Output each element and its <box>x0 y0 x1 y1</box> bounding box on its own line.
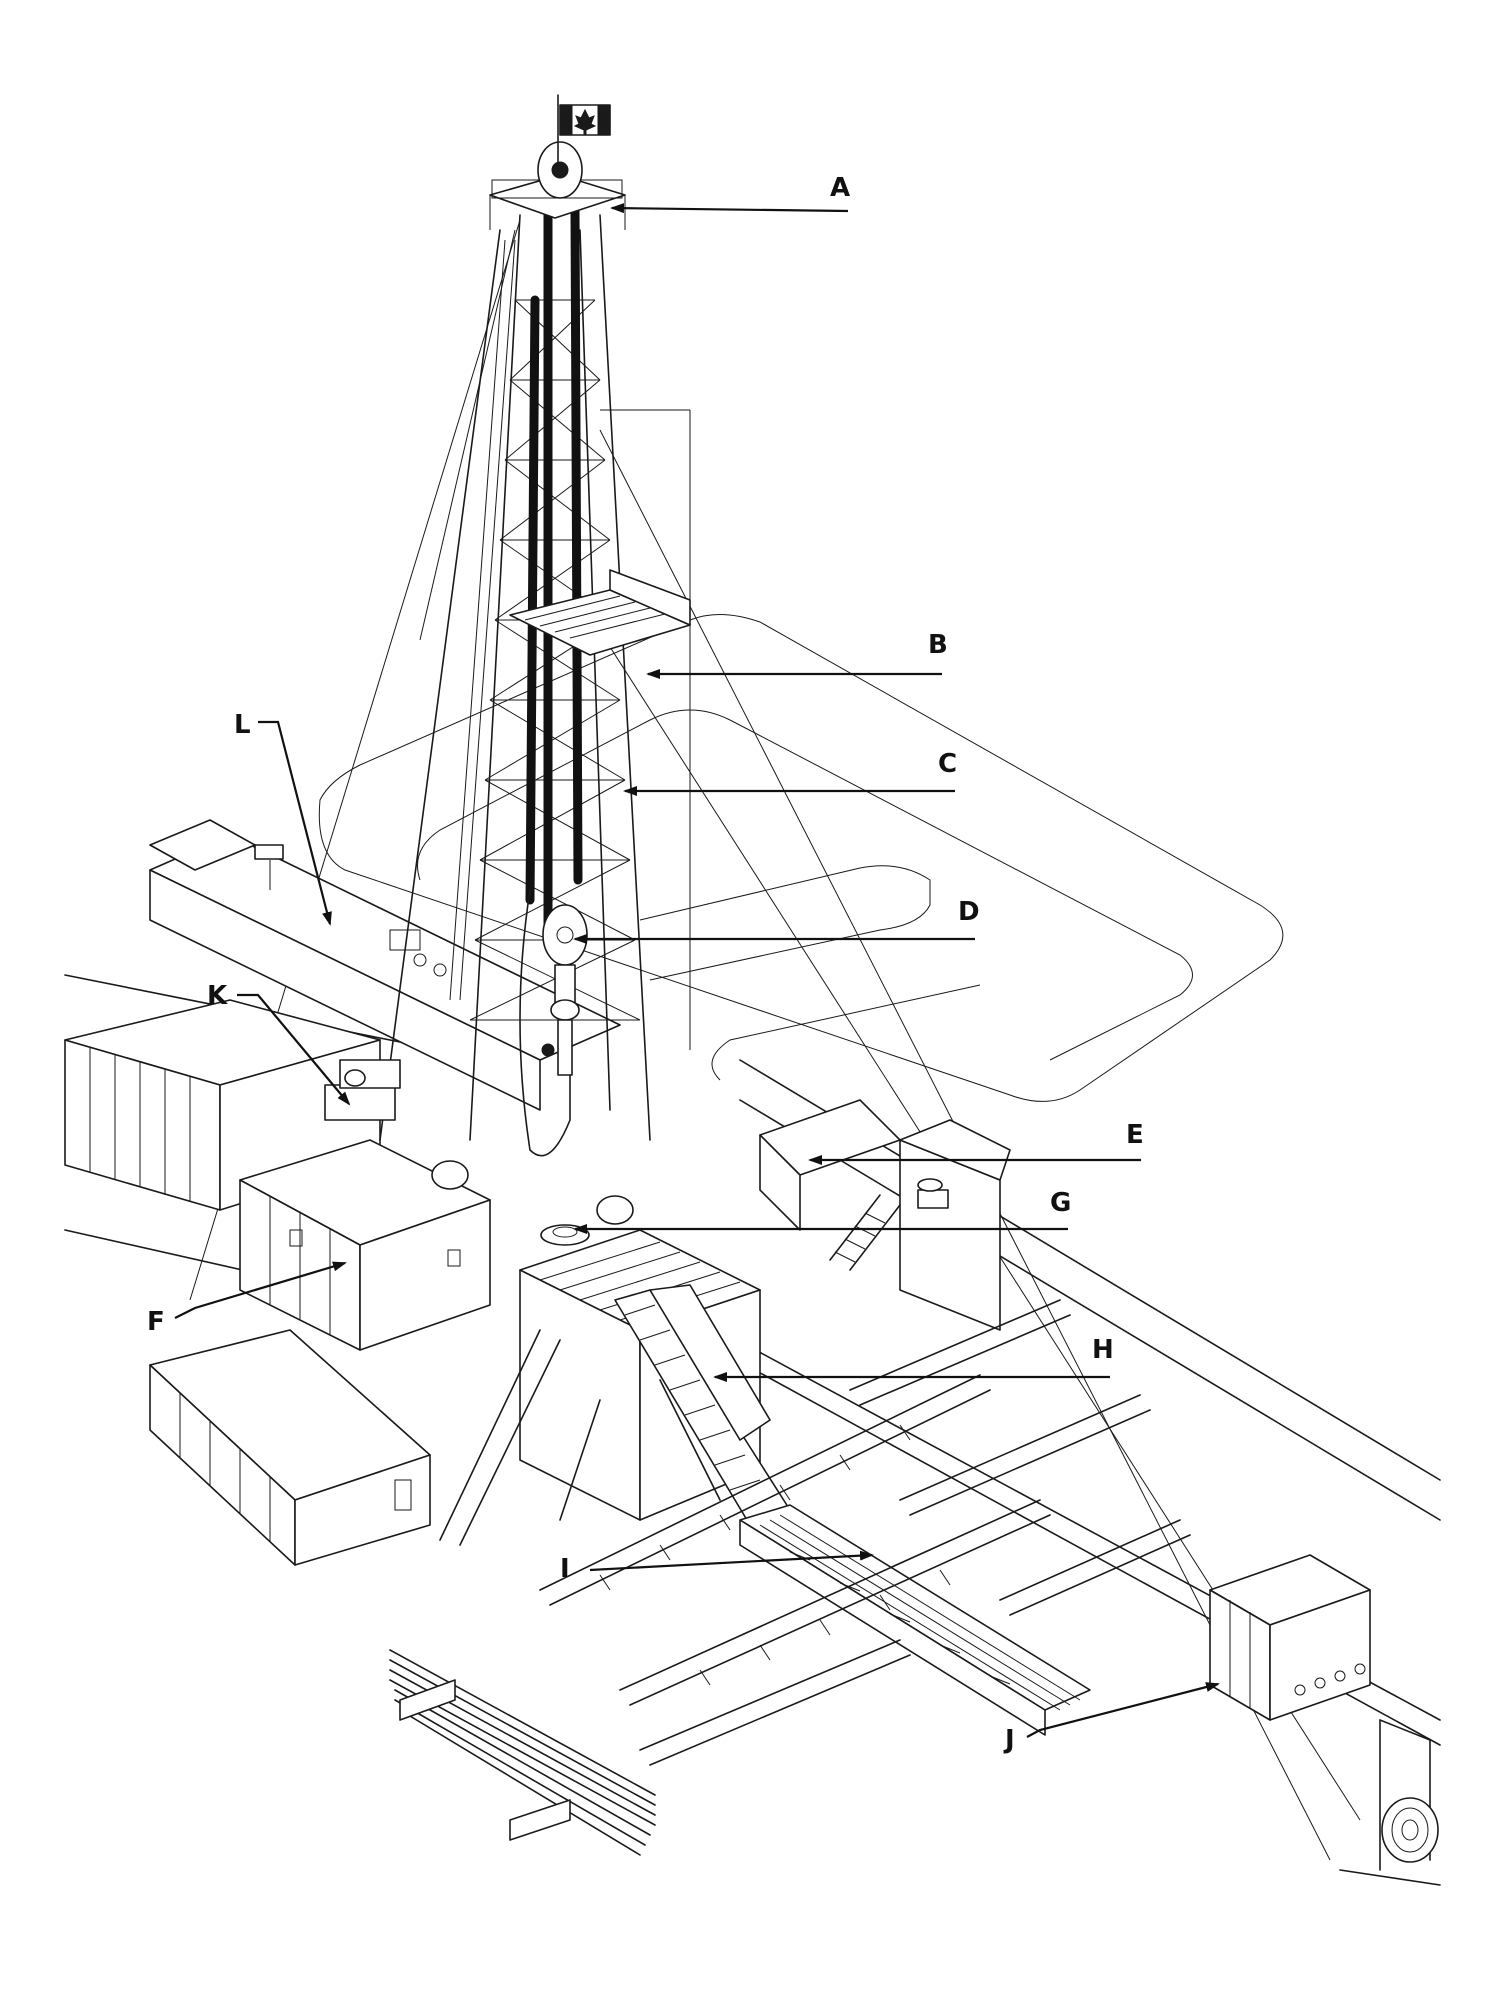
label-b: B <box>928 630 948 660</box>
callout-line-i <box>589 1550 874 1572</box>
callout-line-l <box>258 720 332 926</box>
mud-tank-outline <box>318 613 1284 1102</box>
traveling-block <box>519 889 588 1157</box>
crown-block <box>489 141 626 230</box>
callout-lines <box>174 203 1220 1738</box>
label-l: L <box>234 710 251 740</box>
monkey-board <box>509 569 691 656</box>
label-g: G <box>1050 1188 1071 1218</box>
label-a: A <box>830 173 850 203</box>
callout-line-f <box>174 1261 347 1319</box>
label-i: I <box>560 1554 570 1584</box>
right-trusses <box>849 1299 1191 1616</box>
label-e: E <box>1126 1120 1144 1150</box>
pipe-catwalk <box>739 1504 1091 1736</box>
cable-reel <box>1339 1719 1441 1886</box>
label-j: J <box>1003 1725 1015 1755</box>
label-h: H <box>1092 1335 1114 1365</box>
callout-line-j <box>1026 1682 1220 1738</box>
storage-container <box>1209 1554 1371 1721</box>
left-buildings <box>64 999 491 1566</box>
pipe-racks <box>389 1374 1051 1856</box>
canadian-flag-icon <box>557 94 611 171</box>
label-c: C <box>938 749 957 779</box>
right-equipment <box>759 1099 1011 1331</box>
label-f: F <box>147 1307 165 1337</box>
callout-line-a <box>610 203 849 214</box>
label-k: K <box>207 981 228 1011</box>
callout-line-k <box>237 993 351 1106</box>
label-d: D <box>958 897 980 927</box>
callout-labels: A B C D E F G H I J K L <box>147 173 1144 1755</box>
